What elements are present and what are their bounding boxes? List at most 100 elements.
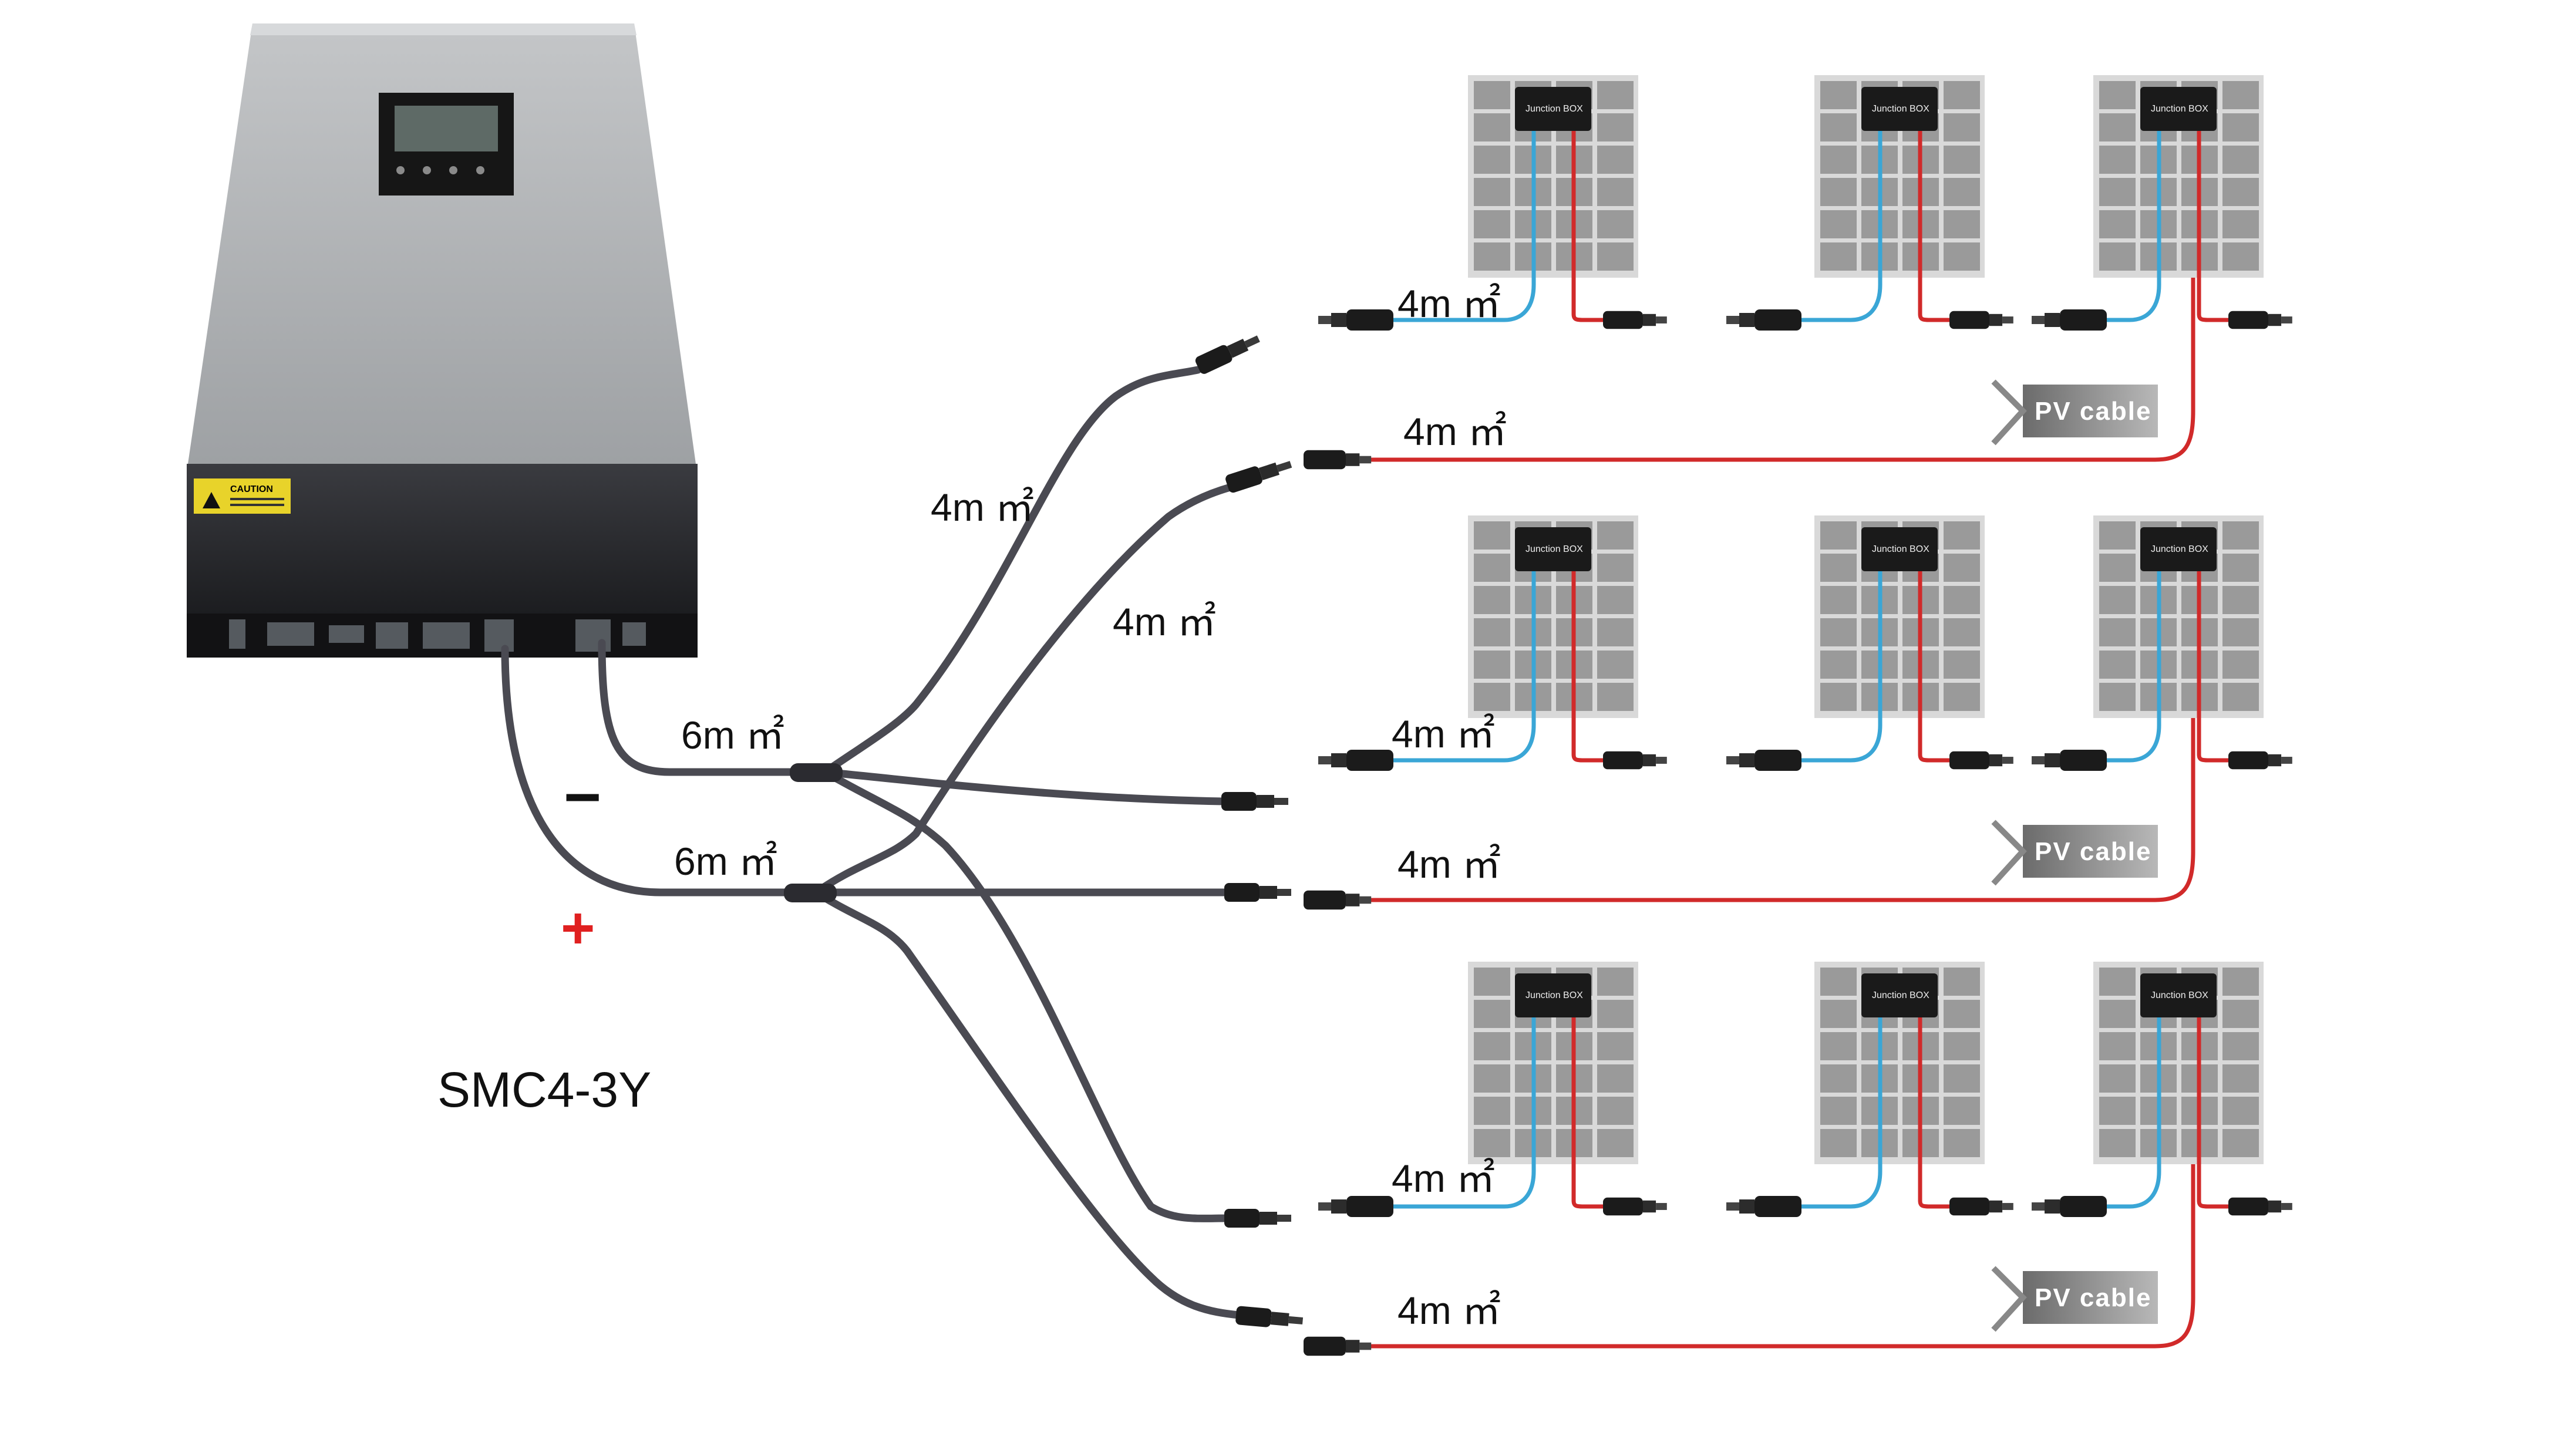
junction-box: [1861, 973, 1938, 1017]
junction-box-label: Junction BOX: [1525, 544, 1583, 554]
inverter: CAUTION: [187, 23, 698, 658]
panel-positive-wire: [2197, 131, 2231, 322]
row-positive-return-wire: [1371, 628, 2195, 902]
solar-panel: Junction BOX: [1318, 75, 1667, 331]
caution-label: CAUTION: [194, 478, 291, 514]
y-junctions: [784, 763, 843, 902]
pv-cable-label: PV cable: [2035, 1283, 2151, 1312]
mc4-connector-positive: [1603, 311, 1667, 329]
panel-positive-wire: [2197, 571, 2231, 763]
main-cable-label-negative: 6m ㎡: [681, 713, 784, 757]
panel-negative-wire: [2102, 571, 2161, 763]
panel-cable-label-1a: 4m ㎡: [1397, 282, 1501, 325]
panel-positive-wire: [2197, 1017, 2231, 1209]
panel-negative-wire: [1797, 571, 1883, 763]
panel-positive-wire: [1571, 571, 1606, 763]
solar-panel: Junction BOX: [1726, 75, 2013, 331]
mc4-connector-negative: [1726, 1196, 1801, 1217]
panel-row-2: Junction BOX Junction BOX Junction BOX PV c…: [1304, 515, 2292, 910]
panel-negative-wire: [2102, 1017, 2161, 1209]
junction-box: [1515, 527, 1591, 571]
inverter-top: [188, 23, 696, 464]
panel-negative-wire: [1389, 571, 1536, 763]
mc4-connector-negative: [2032, 750, 2107, 771]
junction-box-label: Junction BOX: [2151, 990, 2208, 1000]
panel-row-3: Junction BOX Junction BOX Junction BOX PV c…: [1304, 962, 2292, 1356]
pv-cable-tag: PV cable: [1991, 379, 2158, 446]
mc4-connector-positive: [2228, 751, 2292, 770]
junction-box-label: Junction BOX: [1872, 990, 1929, 1000]
pv-cable-tag: PV cable: [1991, 820, 2158, 886]
junction-box-label: Junction BOX: [1525, 104, 1583, 114]
branch-connectors: [1194, 330, 1304, 1330]
mc4-connector-positive: [2228, 1197, 2292, 1216]
solar-panel: Junction BOX: [1726, 962, 2013, 1217]
mc4-connector-positive: [1949, 751, 2013, 770]
solar-panel: Junction BOX: [1726, 515, 2013, 771]
panel-row-1: Junction BOX Junction BOX Junction BOX PV c…: [1304, 75, 2292, 470]
mc4-connector-negative: [1318, 750, 1393, 771]
cable-labels: 6m ㎡ 6m ㎡ 4m ㎡ 4m ㎡ 4m ㎡ 4m ㎡ 4m ㎡ 4m ㎡ …: [674, 282, 1507, 1332]
y-branch-cables: [501, 366, 1243, 1319]
panel-cable-label-1b: 4m ㎡: [1403, 410, 1507, 453]
panel-cable-label-2a: 4m ㎡: [1392, 712, 1495, 756]
junction-box-label: Junction BOX: [2151, 104, 2208, 114]
pv-cable-tag: PV cable: [1991, 1266, 2158, 1332]
row-positive-return-wire: [1371, 188, 2195, 462]
polarity-positive: +: [561, 895, 595, 961]
mc4-connector-positive: [1949, 1197, 2013, 1216]
mc4-connector-positive: [1949, 311, 2013, 329]
junction-box-label: Junction BOX: [1525, 990, 1583, 1000]
junction-box-label: Junction BOX: [2151, 544, 2208, 554]
panel-positive-wire: [1571, 131, 1606, 322]
polarity-negative: −: [564, 761, 601, 833]
model-label: SMC4-3Y: [437, 1062, 651, 1117]
junction-box: [1515, 973, 1591, 1017]
panel-negative-wire: [1389, 131, 1536, 322]
mc4-connector-positive: [1603, 751, 1667, 770]
row-input-connector: [1304, 890, 1372, 910]
panel-positive-wire: [1918, 1017, 1952, 1209]
mc4-connector-negative: [1726, 750, 1801, 771]
panel-positive-wire: [1918, 131, 1952, 322]
junction-box: [1861, 527, 1938, 571]
junction-box: [1515, 87, 1591, 131]
mc4-connector-positive: [1603, 1197, 1667, 1216]
junction-box: [1861, 87, 1938, 131]
mc4-connector-negative: [1726, 309, 1801, 331]
pv-cable-label: PV cable: [2035, 837, 2151, 866]
pv-array: Junction BOX Junction BOX Junction BOX PV c…: [1304, 75, 2292, 1356]
solar-panel: Junction BOX: [2032, 75, 2292, 331]
mc4-connector-negative: [2032, 1196, 2107, 1217]
main-cable-label-positive: 6m ㎡: [674, 840, 777, 883]
solar-panel: Junction BOX: [2032, 515, 2292, 771]
panel-negative-wire: [1797, 1017, 1883, 1209]
solar-panel: Junction BOX: [1318, 515, 1667, 771]
row-input-connector: [1304, 1336, 1372, 1356]
panel-negative-wire: [1389, 1017, 1536, 1209]
pv-cable-label: PV cable: [2035, 397, 2151, 426]
mc4-connector-negative: [1318, 309, 1393, 331]
panel-cable-label-3b: 4m ㎡: [1397, 1289, 1501, 1332]
solar-panel: Junction BOX: [1318, 962, 1667, 1217]
panel-cable-label-3a: 4m ㎡: [1392, 1157, 1495, 1200]
junction-box-label: Junction BOX: [1872, 544, 1929, 554]
panel-positive-wire: [1918, 571, 1952, 763]
junction-box: [2140, 87, 2217, 131]
panel-cable-label-2b: 4m ㎡: [1397, 842, 1501, 886]
panel-negative-wire: [2102, 131, 2161, 322]
caution-text: CAUTION: [230, 484, 273, 494]
mc4-connector-positive: [2228, 311, 2292, 329]
panel-positive-wire: [1571, 1017, 1606, 1209]
row-positive-return-wire: [1371, 1074, 2195, 1349]
solar-panel: Junction BOX: [2032, 962, 2292, 1217]
panel-negative-wire: [1797, 131, 1883, 322]
mc4-connector-negative: [2032, 309, 2107, 331]
branch-cable-label-1: 4m ㎡: [931, 486, 1034, 529]
branch-cable-label-2: 4m ㎡: [1113, 600, 1216, 643]
junction-box: [2140, 527, 2217, 571]
junction-box-label: Junction BOX: [1872, 104, 1929, 114]
row-input-connector: [1304, 450, 1372, 470]
mc4-connector-negative: [1318, 1196, 1393, 1217]
